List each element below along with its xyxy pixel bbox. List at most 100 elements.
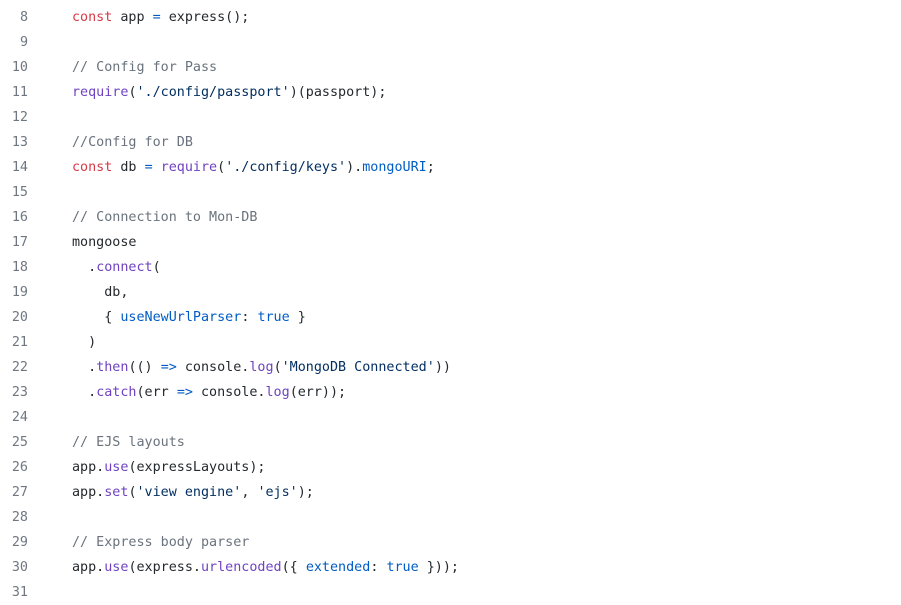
code-token-plain: (() [128, 360, 161, 375]
line-number[interactable]: 15 [11, 185, 28, 200]
code-token-str: './config/keys' [225, 160, 347, 175]
code-token-plain: db [112, 160, 145, 175]
line-code: .catch(err => console.log(err)); [72, 380, 901, 405]
code-token-fn: connect [96, 260, 153, 275]
code-token-cmt: //Config for DB [72, 135, 193, 150]
code-token-str: 'ejs' [257, 485, 298, 500]
code-token-plain: app. [72, 560, 105, 575]
line-number[interactable]: 12 [11, 110, 28, 125]
line-number[interactable]: 18 [11, 260, 28, 275]
code-token-fn: set [104, 485, 129, 500]
code-token-op: = [144, 160, 153, 175]
code-token-const: mongoURI [362, 160, 427, 175]
line-code: // Express body parser [72, 530, 901, 555]
code-token-const: true [386, 560, 419, 575]
line-code: // EJS layouts [72, 430, 901, 455]
code-token-fn: log [265, 385, 290, 400]
code-line: 17 mongoose [0, 230, 901, 255]
line-number[interactable]: 19 [11, 285, 28, 300]
line-code: .then(() => console.log('MongoDB Connect… [72, 355, 901, 380]
code-token-const: extended [305, 560, 371, 575]
code-line: 24 [0, 405, 901, 430]
line-number[interactable]: 24 [11, 410, 28, 425]
code-token-plain: db, [72, 285, 129, 300]
line-code [72, 30, 901, 55]
code-token-plain [153, 160, 161, 175]
code-token-op: => [160, 360, 177, 375]
code-line: 14 const db = require('./config/keys').mo… [0, 155, 901, 180]
line-number[interactable]: 30 [11, 560, 28, 575]
line-number[interactable]: 27 [11, 485, 28, 500]
line-number[interactable]: 25 [11, 435, 28, 450]
line-number[interactable]: 22 [11, 360, 28, 375]
line-number[interactable]: 20 [11, 310, 28, 325]
line-code: require('./config/passport')(passport); [72, 80, 901, 105]
code-line: 15 [0, 180, 901, 205]
code-token-cmt: // Express body parser [72, 535, 250, 550]
line-number[interactable]: 13 [11, 135, 28, 150]
code-token-plain: ( [273, 360, 282, 375]
code-token-plain: ). [346, 160, 363, 175]
code-token-plain: ({ [281, 560, 306, 575]
line-number[interactable]: 23 [11, 385, 28, 400]
code-token-fn: then [96, 360, 129, 375]
code-line: 10 // Config for Pass [0, 55, 901, 80]
code-token-plain: ( [128, 485, 137, 500]
code-token-plain: . [72, 360, 97, 375]
code-token-plain: ( [128, 85, 137, 100]
line-code: const app = express(); [72, 5, 901, 30]
code-line: 11 require('./config/passport')(passport)… [0, 80, 901, 105]
line-code: ) [72, 330, 901, 355]
code-view: 8 const app = express(); 9 10 // Config for … [0, 5, 901, 605]
code-line: 13 //Config for DB [0, 130, 901, 155]
code-token-str: './config/passport' [136, 85, 290, 100]
line-code [72, 505, 901, 530]
code-token-plain: ; [426, 160, 435, 175]
code-line: 8 const app = express(); [0, 5, 901, 30]
code-token-cmt: // EJS layouts [72, 435, 185, 450]
code-line: 25 // EJS layouts [0, 430, 901, 455]
code-line: 22 .then(() => console.log('MongoDB Conn… [0, 355, 901, 380]
code-token-plain: )) [434, 360, 451, 375]
line-code [72, 180, 901, 205]
line-code: mongoose [72, 230, 901, 255]
code-token-cmt: // Config for Pass [72, 60, 218, 75]
line-number[interactable]: 31 [11, 585, 28, 600]
code-token-plain: })); [418, 560, 459, 575]
line-code: // Connection to Mon-DB [72, 205, 901, 230]
code-token-plain: app. [72, 485, 105, 500]
code-token-str: 'MongoDB Connected' [281, 360, 435, 375]
line-code: app.use(expressLayouts); [72, 455, 901, 480]
code-line: 12 [0, 105, 901, 130]
line-number[interactable]: 17 [11, 235, 28, 250]
code-token-plain: } [289, 310, 306, 325]
line-number[interactable]: 14 [11, 160, 28, 175]
code-token-plain: . [72, 260, 97, 275]
code-token-fn: require [72, 85, 129, 100]
code-token-fn: catch [96, 385, 137, 400]
line-number[interactable]: 21 [11, 335, 28, 350]
code-token-plain: , [241, 485, 258, 500]
line-code [72, 105, 901, 130]
code-token-plain: ( [217, 160, 226, 175]
code-token-fn: use [104, 560, 129, 575]
line-code: const db = require('./config/keys').mong… [72, 155, 901, 180]
line-number[interactable]: 28 [11, 510, 28, 525]
line-code [72, 405, 901, 430]
code-line: 29 // Express body parser [0, 530, 901, 555]
line-number[interactable]: 29 [11, 535, 28, 550]
line-number[interactable]: 11 [11, 85, 28, 100]
code-line: 28 [0, 505, 901, 530]
line-number[interactable]: 16 [11, 210, 28, 225]
line-number[interactable]: 9 [19, 35, 28, 50]
line-code: .connect( [72, 255, 901, 280]
line-number[interactable]: 26 [11, 460, 28, 475]
code-line: 21 ) [0, 330, 901, 355]
code-token-plain: (expressLayouts); [128, 460, 266, 475]
code-token-plain: ) [72, 335, 97, 350]
line-number[interactable]: 8 [19, 10, 28, 25]
code-token-plain: : [241, 310, 258, 325]
line-number[interactable]: 10 [11, 60, 28, 75]
